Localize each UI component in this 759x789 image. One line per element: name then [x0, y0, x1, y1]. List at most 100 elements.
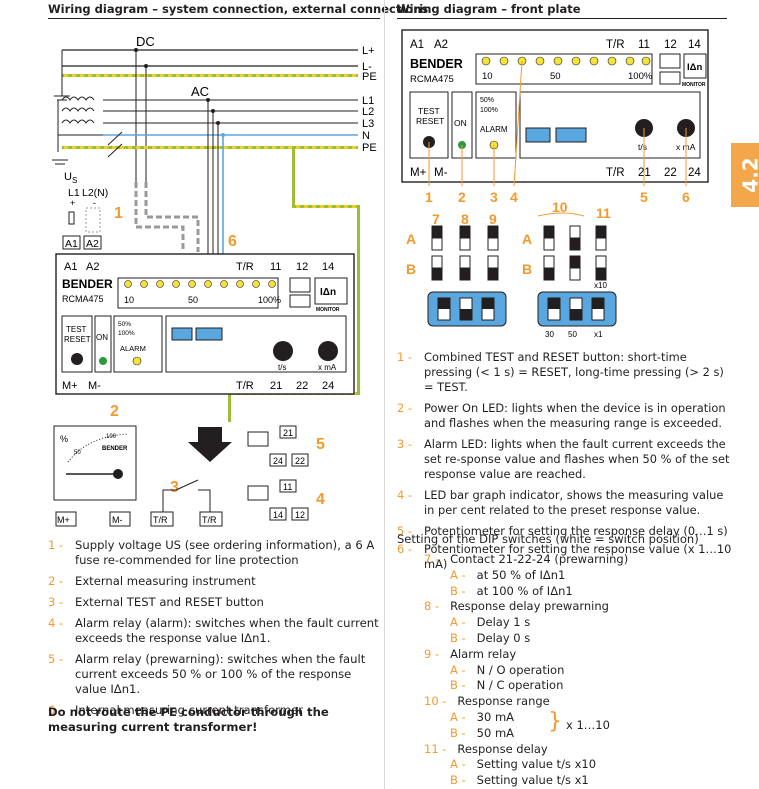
svg-text:M-: M-	[88, 380, 101, 392]
svg-text:4: 4	[316, 491, 325, 508]
svg-text:100%: 100%	[258, 295, 281, 305]
svg-text:IΔn: IΔn	[320, 287, 336, 298]
us-label: US	[64, 171, 77, 185]
svg-text:50: 50	[74, 450, 81, 456]
svg-text:A2: A2	[86, 238, 99, 250]
dip-settings-list: 7 - Contact 21-22-24 (prewarning) A - at…	[424, 552, 724, 789]
list-item: 4 -Alarm relay (alarm): switches when th…	[48, 616, 379, 645]
svg-text:8: 8	[461, 211, 469, 227]
svg-text:11: 11	[270, 261, 281, 273]
ac-label: AC	[191, 84, 209, 99]
svg-text:24: 24	[322, 380, 334, 392]
svg-text:30: 30	[545, 330, 554, 339]
line-label-lminus: L-	[362, 61, 372, 73]
svg-text:24: 24	[688, 167, 701, 179]
svg-text:TEST: TEST	[66, 325, 87, 334]
svg-text:M+: M+	[410, 167, 427, 179]
svg-text:12: 12	[295, 510, 305, 520]
svg-text:IΔn: IΔn	[687, 62, 702, 73]
svg-text:BENDER: BENDER	[102, 446, 128, 452]
svg-text:x1: x1	[594, 330, 603, 339]
svg-text:21: 21	[270, 380, 282, 392]
dc-label: DC	[136, 34, 155, 49]
svg-text:M-: M-	[434, 167, 448, 179]
svg-text:10: 10	[552, 199, 568, 215]
svg-text:A2: A2	[86, 261, 99, 273]
svg-text:100%: 100%	[118, 330, 135, 337]
svg-text:TEST: TEST	[418, 106, 440, 116]
list-item: 6 -Potentiometer for setting the respons…	[397, 542, 732, 571]
svg-text:ALARM: ALARM	[120, 344, 146, 353]
svg-text:6: 6	[228, 233, 237, 250]
l1-label: L1	[68, 187, 80, 199]
svg-text:50%: 50%	[118, 321, 131, 328]
svg-text:A1: A1	[64, 261, 77, 273]
svg-text:T/R: T/R	[202, 515, 217, 525]
svg-text:ON: ON	[454, 118, 467, 128]
list-item: 3 -Alarm LED: lights when the fault curr…	[397, 437, 730, 481]
svg-text:1: 1	[425, 189, 433, 205]
svg-text:7: 7	[432, 211, 440, 227]
svg-text:-: -	[93, 198, 96, 208]
chapter-tab: 4.2	[731, 143, 759, 207]
svg-text:M-: M-	[112, 515, 123, 525]
right-legend-list: 1 -Combined TEST and RESET button: short…	[397, 350, 733, 575]
list-item: 6 -Internal measuring current transforme…	[48, 703, 303, 717]
line-label-n: N	[362, 130, 370, 142]
svg-text:T/R: T/R	[606, 167, 625, 179]
list-item: 2 -External measuring instrument	[48, 574, 256, 588]
line-label-l3: L3	[362, 118, 374, 130]
svg-text:6: 6	[682, 189, 690, 205]
svg-text:3: 3	[170, 479, 179, 496]
list-item: 5 -Potentiometer for setting the respons…	[397, 524, 728, 538]
dip-setting-8: 8 - Response delay prewarning	[424, 599, 609, 614]
svg-text:12: 12	[664, 39, 677, 51]
svg-text:14: 14	[688, 39, 701, 51]
system-connection-diagram: DC L+ L- PE AC L1 L2 L3 N PE US L1 L2(N)…	[52, 34, 377, 527]
svg-text:100: 100	[106, 434, 117, 440]
svg-text:11: 11	[596, 205, 611, 221]
dip-setting-9: 9 - Alarm relay	[424, 646, 517, 661]
svg-text:BENDER: BENDER	[410, 57, 463, 71]
svg-text:BENDER: BENDER	[62, 277, 113, 291]
svg-text:B: B	[522, 261, 532, 277]
dip-setting-10: 10 - Response range	[424, 694, 550, 709]
svg-text:T/R: T/R	[606, 39, 625, 51]
l2n-label: L2(N)	[82, 187, 108, 199]
right-column-title: Wiring diagram – front plate	[397, 2, 581, 16]
svg-text:RESET: RESET	[64, 335, 91, 344]
svg-text:100%: 100%	[628, 71, 653, 82]
svg-text:t/s: t/s	[638, 142, 647, 152]
svg-text:100%: 100%	[480, 107, 498, 114]
dip-setting-11: 11 - Response delay	[424, 741, 548, 756]
svg-text:11: 11	[638, 39, 650, 51]
line-label-pe1: PE	[362, 71, 377, 83]
svg-text:22: 22	[664, 167, 677, 179]
svg-text:14: 14	[273, 510, 283, 520]
svg-text:MONITOR: MONITOR	[682, 82, 706, 88]
svg-text:50: 50	[568, 330, 577, 339]
svg-text:11: 11	[283, 482, 292, 492]
svg-text:M+: M+	[57, 515, 70, 525]
svg-text:1: 1	[114, 205, 123, 222]
list-item: 1 -Supply voltage US (see ordering infor…	[48, 538, 375, 567]
line-label-l1: L1	[362, 95, 374, 107]
svg-text:2: 2	[110, 403, 119, 420]
left-column-title: Wiring diagram – system connection, exte…	[48, 2, 429, 16]
dip-heading: Setting of the DIP switches (white = swi…	[397, 532, 699, 546]
svg-text:x mA: x mA	[318, 363, 337, 372]
right-title-rule	[397, 18, 727, 19]
svg-text:T/R: T/R	[236, 261, 254, 273]
svg-text:A: A	[406, 231, 416, 247]
svg-text:5: 5	[316, 436, 325, 453]
line-label-lplus: L+	[362, 45, 375, 57]
svg-text:RESET: RESET	[416, 116, 444, 126]
svg-text:M+: M+	[62, 380, 78, 392]
svg-text:B: B	[406, 261, 416, 277]
svg-text:50: 50	[550, 71, 561, 82]
svg-text:10: 10	[124, 295, 134, 305]
svg-text:RCMA475: RCMA475	[410, 74, 454, 85]
svg-text:50: 50	[188, 295, 198, 305]
svg-text:t/s: t/s	[278, 363, 286, 372]
svg-text:21: 21	[283, 428, 293, 438]
